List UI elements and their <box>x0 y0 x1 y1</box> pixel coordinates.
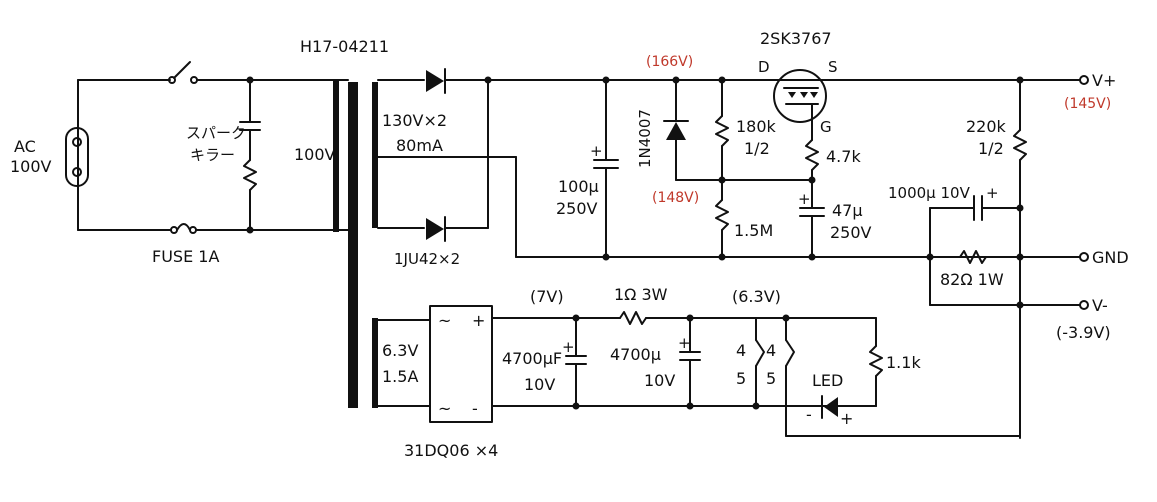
ac-voltage-label: 100V <box>10 157 52 176</box>
v-minus-label: V- <box>1092 296 1108 315</box>
ac-input-section: AC 100V スパーク キラー FUSE 1A <box>10 61 349 266</box>
spark-killer-label-1: スパーク <box>186 124 246 142</box>
hv-secondary-label-2: 80mA <box>396 136 443 155</box>
heater-2-pin-4: 4 <box>766 341 776 360</box>
cap-100u-label-1: 100μ <box>558 177 599 196</box>
hv-secondary-winding <box>372 82 378 228</box>
spark-killer-label-2: キラー <box>190 146 235 164</box>
res-220k-label-1: 220k <box>966 117 1007 136</box>
voltage-148-label: (148V) <box>652 190 699 206</box>
mosfet-2sk3767 <box>773 69 827 123</box>
power-switch <box>168 76 176 84</box>
pin-s-label: S <box>828 58 838 76</box>
hv-regulator: + 100μ 250V 1N4007 (166V) (148V) 180k 1/… <box>556 29 872 261</box>
cap-1000u-label: 1000μ 10V <box>888 184 971 202</box>
tube-heater-2 <box>785 339 795 367</box>
pin-g-label: G <box>820 118 832 136</box>
resistor-220k <box>1013 129 1027 161</box>
cap-1000u-plus: + <box>986 184 999 202</box>
res-1-5m-label: 1.5M <box>734 221 773 240</box>
fuse-label: FUSE 1A <box>152 247 219 266</box>
cap-4700-b-label-2: 10V <box>644 371 675 390</box>
heater-supply: 6.3V 1.5A ~ ~ + - 31DQ06 ×4 (7V) 1Ω 3W (… <box>377 285 1021 460</box>
heater-2-pin-5: 5 <box>766 369 776 388</box>
primary-voltage-label: 100V <box>294 145 336 164</box>
terminal-v-plus <box>1079 75 1089 85</box>
res-180k-label-2: 1/2 <box>744 139 770 158</box>
heater-1-pin-4: 4 <box>736 341 746 360</box>
lv-secondary-label-1: 6.3V <box>382 341 418 360</box>
cap-47u-label-1: 47μ <box>832 201 863 220</box>
led-label: LED <box>812 371 843 390</box>
resistor-1-5m <box>715 199 729 231</box>
resistor-1-ohm <box>619 311 647 325</box>
ac-label: AC <box>14 137 36 156</box>
res-4-7k-label: 4.7k <box>826 147 861 166</box>
resistor-82 <box>959 250 987 264</box>
hv-secondary-label-1: 130V×2 <box>382 111 447 130</box>
led-plus: + <box>840 409 853 428</box>
transformer-core <box>348 82 358 408</box>
voltage-166-label: (166V) <box>646 54 693 70</box>
terminal-v-minus <box>1079 300 1089 310</box>
cap-4700-a-label-2: 10V <box>524 375 555 394</box>
cap-4700-a-plus: + <box>562 338 575 356</box>
res-82-label: 82Ω 1W <box>940 270 1004 289</box>
mosfet-label: 2SK3767 <box>760 29 832 48</box>
lv-secondary-winding <box>372 318 378 408</box>
gnd-label: GND <box>1092 248 1129 267</box>
transformer-part-label: H17-04211 <box>300 37 389 56</box>
cap-47u-label-2: 250V <box>830 223 872 242</box>
diode-1n4007-label: 1N4007 <box>636 109 654 168</box>
diode-1n4007 <box>666 122 686 140</box>
hv-rectifier: 130V×2 80mA 1JU42×2 <box>377 68 1081 268</box>
lv-secondary-label-2: 1.5A <box>382 367 418 386</box>
cap-4700-b-plus: + <box>678 334 691 352</box>
v-plus-label: V+ <box>1092 71 1116 90</box>
terminal-gnd <box>1079 252 1089 262</box>
cap-plus-sign: + <box>590 142 603 160</box>
resistor-1-1k <box>869 345 883 377</box>
bridge-ac-in-2: ~ <box>438 399 451 418</box>
ac-plug <box>65 127 89 187</box>
output-section: 220k 1/2 + 1000μ 10V 82Ω 1W V+ (145V) GN… <box>888 71 1129 439</box>
resistor-180k <box>715 115 729 147</box>
led-minus: - <box>806 405 812 424</box>
v-minus-voltage-label: (-3.9V) <box>1056 323 1111 342</box>
diode-lower <box>426 218 444 240</box>
cap-4700-b-label-1: 4700μ <box>610 345 661 364</box>
heater-1-pin-5: 5 <box>736 369 746 388</box>
tube-heater-1 <box>755 339 765 367</box>
res-220k-label-2: 1/2 <box>978 139 1004 158</box>
bridge-rectifier <box>429 305 493 423</box>
rectifier-diode-label: 1JU42×2 <box>394 250 460 268</box>
transformer: H17-04211 100V <box>294 37 389 408</box>
primary-winding <box>333 80 339 232</box>
cap-4700-a-label-1: 4700μF <box>502 349 562 368</box>
resistor-4-7k <box>805 139 819 171</box>
led <box>824 397 838 417</box>
bridge-plus: + <box>472 311 485 330</box>
cap-100u-label-2: 250V <box>556 199 598 218</box>
voltage-7v-label: (7V) <box>530 287 564 306</box>
bridge-minus: - <box>472 399 478 418</box>
cap-47u-plus: + <box>798 190 811 208</box>
bridge-ac-in-1: ~ <box>438 311 451 330</box>
diode-upper <box>426 70 444 92</box>
res-180k-label-1: 180k <box>736 117 777 136</box>
spark-killer-resistor <box>243 159 257 191</box>
voltage-6-3v-label: (6.3V) <box>732 287 781 306</box>
res-1-ohm-label: 1Ω 3W <box>614 285 668 304</box>
pin-d-label: D <box>758 58 770 76</box>
bridge-diodes-label: 31DQ06 ×4 <box>404 441 498 460</box>
res-1-1k-label: 1.1k <box>886 353 921 372</box>
v-plus-voltage-label: (145V) <box>1064 96 1111 112</box>
